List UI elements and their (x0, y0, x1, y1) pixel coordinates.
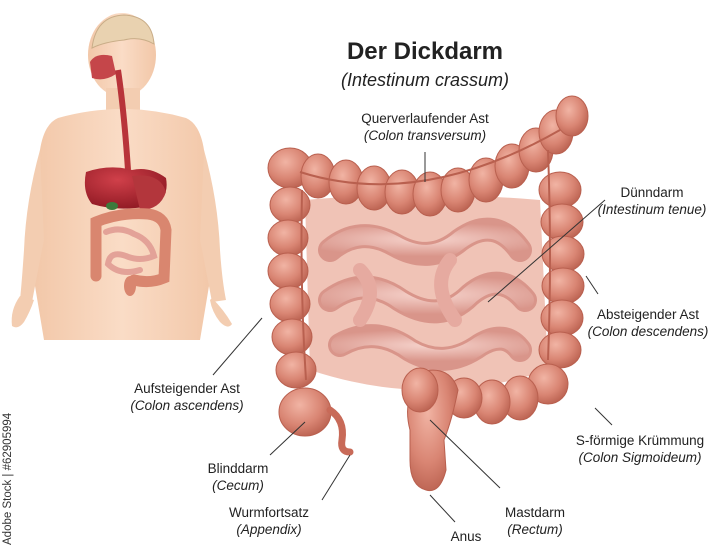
label-cecum-name: Blinddarm (188, 460, 288, 477)
figure-left-hand (12, 296, 34, 327)
label-anus: Anus (438, 528, 494, 545)
label-rectum: Mastdarm (Rectum) (490, 504, 580, 538)
label-sigmoideum: S-förmige Krümmung (Colon Sigmoideum) (562, 432, 718, 466)
leader-sigmoideum (595, 408, 612, 425)
label-rectum-name: Mastdarm (490, 504, 580, 521)
label-appendix-name: Wurmfortsatz (214, 504, 324, 521)
appendix (330, 410, 350, 452)
label-transversum: Querverlaufender Ast (Colon transversum) (330, 110, 520, 144)
figure-gallbladder (106, 202, 118, 210)
figure-torso (31, 109, 212, 340)
diagram-title: Der Dickdarm (275, 38, 575, 66)
colon-diagram (268, 96, 588, 491)
label-duenndarm-latin: (Intestinum tenue) (578, 201, 718, 218)
label-transversum-latin: (Colon transversum) (330, 127, 520, 144)
figure-rectum (124, 276, 136, 296)
label-descendens-name: Absteigender Ast (580, 306, 716, 323)
label-sigmoideum-latin: (Colon Sigmoideum) (562, 449, 718, 466)
label-ascendens-name: Aufsteigender Ast (112, 380, 262, 397)
cecum (279, 388, 331, 436)
label-descendens-latin: (Colon descendens) (580, 323, 716, 340)
label-ascendens: Aufsteigender Ast (Colon ascendens) (112, 380, 262, 414)
leader-anus (430, 495, 455, 522)
rectum-bulge (402, 368, 438, 412)
label-descendens: Absteigender Ast (Colon descendens) (580, 306, 716, 340)
leader-ascendens (213, 318, 262, 375)
diagram-subtitle: (Intestinum crassum) (275, 70, 575, 91)
label-appendix: Wurmfortsatz (Appendix) (214, 504, 324, 538)
label-duenndarm-name: Dünndarm (578, 184, 718, 201)
figure-nasal-cavity (90, 55, 116, 79)
label-rectum-latin: (Rectum) (490, 521, 580, 538)
figure-right-hand (210, 298, 232, 327)
stock-watermark: Adobe Stock | #62905994 (2, 413, 14, 545)
leader-descendens (586, 276, 598, 294)
label-cecum-latin: (Cecum) (188, 477, 288, 494)
leader-appendix (322, 455, 350, 500)
label-cecum: Blinddarm (Cecum) (188, 460, 288, 494)
human-figure (12, 13, 232, 340)
label-ascendens-latin: (Colon ascendens) (112, 397, 262, 414)
label-transversum-name: Querverlaufender Ast (330, 110, 520, 127)
label-appendix-latin: (Appendix) (214, 521, 324, 538)
label-anus-name: Anus (438, 528, 494, 545)
label-duenndarm: Dünndarm (Intestinum tenue) (578, 184, 718, 218)
label-sigmoideum-name: S-förmige Krümmung (562, 432, 718, 449)
